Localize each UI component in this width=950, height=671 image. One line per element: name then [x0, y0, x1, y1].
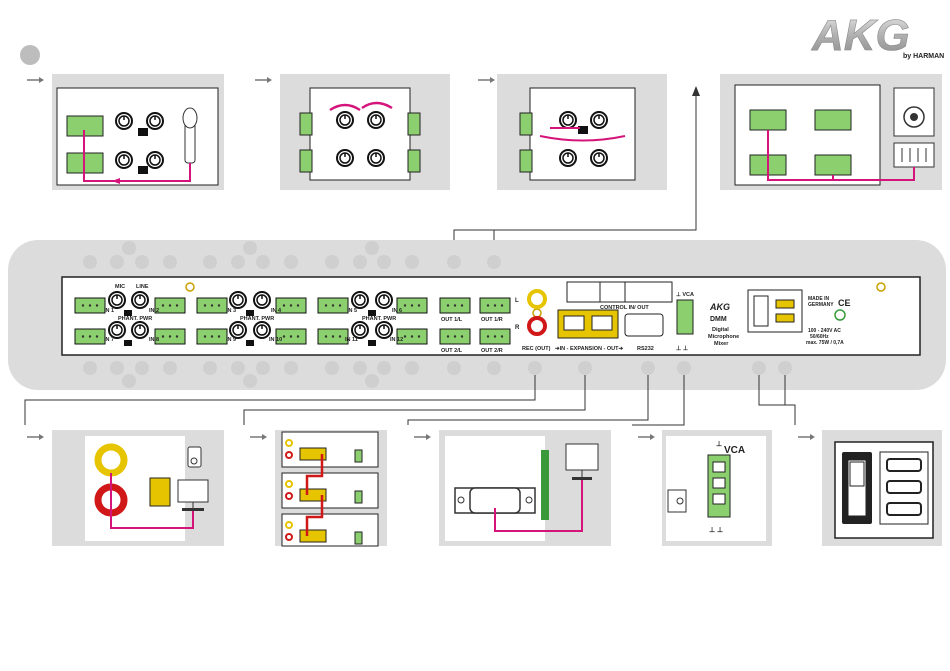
section-marker-icon	[20, 45, 40, 65]
gain-knobs	[108, 291, 393, 346]
monitor-icon	[565, 443, 599, 480]
phantom-label-3: PHANT. PWR	[362, 316, 396, 322]
inset-rec-out	[26, 430, 224, 546]
channel-label-11: IN 11	[345, 337, 358, 343]
inset-vca-title: VCA	[724, 445, 745, 456]
arrow-right-icon	[413, 433, 432, 441]
callout-markers	[83, 241, 792, 388]
power-spec-3: max. 75W / 0,7A	[806, 340, 844, 346]
output-label-1r: OUT 1/R	[481, 317, 503, 323]
arrow-right-icon	[254, 76, 273, 84]
inset-vca-ground: ⊥	[716, 440, 722, 448]
inset-vca-ground-bottom: ⊥ ⊥	[709, 526, 723, 534]
channel-label-5: IN 5	[347, 308, 357, 314]
output-terminals: OUT 1/L OUT 1/R OUT 2/L OUT 2/R	[439, 297, 511, 354]
mixer-console-icon	[893, 142, 935, 168]
rec-out-rca: L R REC (OUT)	[515, 289, 551, 352]
rca-right-label: R	[515, 325, 520, 331]
product-desc-3: Mixer	[714, 341, 729, 347]
rec-out-label: REC (OUT)	[522, 346, 551, 352]
channel-label-9: IN 9	[226, 337, 236, 343]
channel-label-12: IN 12	[390, 337, 403, 343]
power-switch-icon	[842, 452, 872, 524]
channel-label-2: IN 2	[149, 308, 159, 314]
channel-label-10: IN 10	[269, 337, 282, 343]
arrow-right-icon	[637, 433, 656, 441]
power-inlet: MADE IN GERMANY CE 100 - 240V AC 50/60Hz…	[747, 289, 851, 346]
channel-labels: IN 1 IN 2 IN 3 IN 4 IN 5 IN 6 IN 7 IN 8 …	[104, 284, 403, 343]
inset-phantom-power	[477, 74, 667, 190]
power-spec-1: 100 - 240V AC	[808, 328, 841, 334]
channel-label-8: IN 8	[149, 337, 159, 343]
plug-icon	[879, 451, 929, 525]
expansion-ports: CONTROL IN/ OUT ➔IN - EXPANSION - OUT➔ R…	[555, 281, 673, 352]
channel-label-4: IN 4	[271, 308, 282, 314]
product-badge: AKG DMM Digital Microphone Mixer	[708, 302, 739, 347]
inset-gain-adjust	[254, 74, 450, 190]
inset-vca: ⊥ VCA ⊥ ⊥	[637, 430, 772, 546]
output-label-2r: OUT 2/R	[481, 348, 503, 354]
rca-left-label: L	[515, 298, 519, 304]
inset-power	[797, 430, 942, 546]
inset-microphone	[26, 74, 224, 190]
rs232-label: RS232	[637, 346, 654, 352]
vca-label: ⊥ VCA	[676, 291, 694, 298]
inset-control-io	[720, 74, 942, 190]
monitor-icon	[177, 479, 209, 511]
channel-label-7: IN 7	[104, 337, 114, 343]
output-label-1l: OUT 1/L	[441, 317, 463, 323]
arrow-right-icon	[249, 433, 268, 441]
phantom-label: PHANT. PWR	[118, 316, 152, 322]
made-in-1: MADE IN	[808, 296, 830, 302]
line-label: LINE	[136, 284, 149, 290]
arrow-right-icon	[26, 433, 45, 441]
arrow-right-icon	[26, 76, 45, 84]
phantom-label-2: PHANT. PWR	[240, 316, 274, 322]
control-io-label: CONTROL IN/ OUT	[600, 305, 649, 311]
expansion-label: ➔IN - EXPANSION - OUT➔	[555, 346, 623, 352]
product-model: DMM	[710, 316, 727, 323]
made-in-2: GERMANY	[808, 302, 834, 308]
inset-rs232	[413, 430, 611, 546]
product-desc-1: Digital	[712, 327, 729, 333]
leader-lines	[24, 375, 796, 426]
ipod-icon	[187, 446, 202, 468]
channel-label-6: IN 6	[392, 308, 402, 314]
ce-mark: CE	[838, 298, 851, 308]
channel-label-3: IN 3	[226, 308, 236, 314]
brand-logo: AKG by HARMAN	[811, 11, 945, 61]
brand-byline: by HARMAN	[903, 53, 944, 60]
arrow-right-icon	[477, 76, 496, 84]
product-desc-2: Microphone	[708, 334, 739, 340]
product-brand: AKG	[709, 302, 730, 312]
vca-ground-label: ⊥ ⊥	[676, 345, 688, 352]
speaker-icon	[893, 87, 935, 137]
mic-label: MIC	[115, 284, 125, 290]
output-label-2l: OUT 2/L	[441, 348, 463, 354]
inset-expansion-chain	[249, 430, 387, 547]
vca-terminal: ⊥ VCA ⊥ ⊥	[676, 291, 694, 352]
power-spec-2: 50/60Hz	[810, 334, 829, 340]
arrow-right-icon	[797, 433, 816, 441]
channel-label-1: IN 1	[104, 308, 114, 314]
microphone-icon	[182, 107, 198, 164]
brand-name: AKG	[811, 11, 910, 60]
